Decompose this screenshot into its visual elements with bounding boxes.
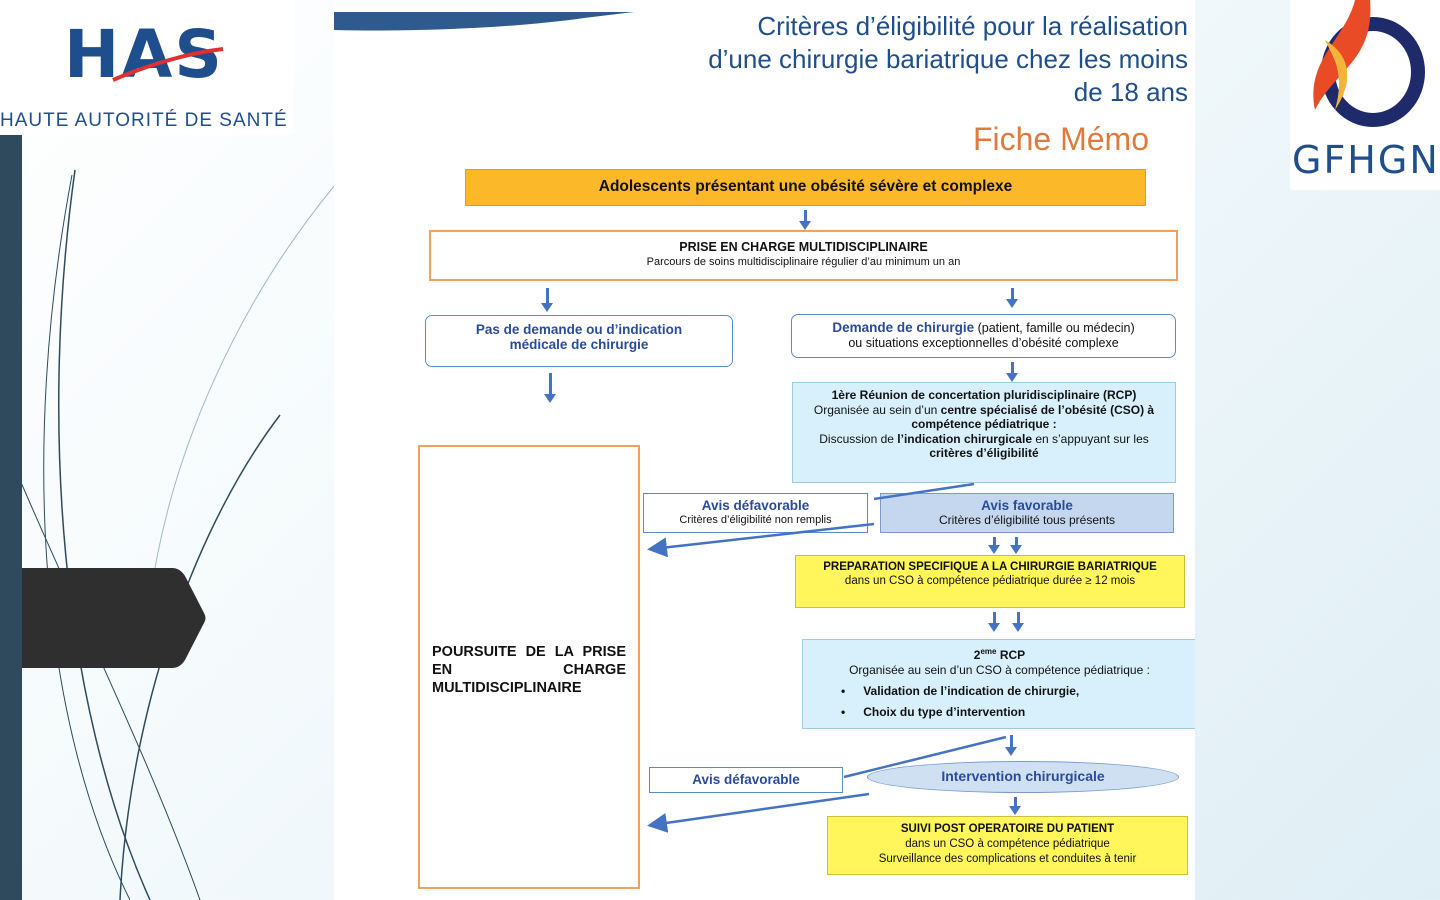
dark-arrow-tab xyxy=(22,568,206,668)
arrow-right-2 xyxy=(1006,362,1018,382)
avis-defavorable-1-box: Avis défavorable Critères d’éligibilité … xyxy=(643,493,868,533)
gfhgnp-emblem xyxy=(1313,0,1425,127)
avis-fav-sub: Critères d’éligibilité tous présents xyxy=(938,513,1116,527)
preparation-box: PREPARATION SPECIFIQUE A LA CHIRURGIE BA… xyxy=(795,555,1185,608)
suivi-box: SUIVI POST OPERATOIRE DU PATIENT dans un… xyxy=(827,816,1188,875)
arrow-left-1 xyxy=(541,288,553,312)
avis-def2-text: Avis défavorable xyxy=(692,772,800,787)
demande-bold: Demande de chirurgie xyxy=(832,320,975,335)
rcp2-sup: eme xyxy=(980,647,997,656)
decorative-curves xyxy=(19,169,336,900)
arrow-prep-2 xyxy=(1010,537,1022,554)
demande-rest: (patient, famille ou médecin) xyxy=(974,321,1135,335)
rcp2-label: RCP xyxy=(999,648,1026,662)
page-title: Critères d’éligibilité pour la réalisati… xyxy=(588,10,1188,109)
top-box-text: Adolescents présentant une obésité sévèr… xyxy=(598,178,1013,195)
bullet-dot: • xyxy=(841,684,846,698)
gfhgnp-logo: GFHGNP xyxy=(1290,0,1440,190)
connector-arrows xyxy=(647,482,1007,833)
rcp2-heading: 2eme RCP xyxy=(803,644,1195,663)
rcp2-num: 2 xyxy=(973,648,981,662)
title-swoosh xyxy=(334,12,634,31)
has-logo-name: HAUTE AUTORITÉ DE SANTÉ xyxy=(0,110,288,131)
rcp2-bullet1-text: Validation de l’indication de chirurgie, xyxy=(863,684,1080,698)
rcp1-line3d: critères d’éligibilité xyxy=(929,446,1039,460)
rcp1-box: 1ère Réunion de concertation pluridiscip… xyxy=(792,382,1176,483)
left-accent-bar xyxy=(0,130,22,900)
avis-defavorable-2-box: Avis défavorable xyxy=(649,767,843,793)
intervention-text: Intervention chirurgicale xyxy=(941,768,1105,784)
rcp2-line: Organisée au sein d’un CSO à compétence … xyxy=(849,663,1150,677)
rcp1-line2b: centre spécialisé de l’obésité (CSO) à c… xyxy=(911,402,1155,432)
top-box: Adolescents présentant une obésité sévèr… xyxy=(465,169,1146,206)
title-line-2: d’une chirurgie bariatrique chez les moi… xyxy=(708,44,1188,74)
memo-heading: Fiche Mémo xyxy=(972,121,1149,157)
title-line-3: de 18 ans xyxy=(1073,77,1188,107)
rcp2-bullet-2: • Choix du type d’intervention xyxy=(803,705,1195,720)
suivi-line3: Surveillance des complications et condui… xyxy=(878,853,1137,865)
arrow-1 xyxy=(799,210,811,230)
avis-favorable-box: Avis favorable Critères d’éligibilité to… xyxy=(880,493,1174,533)
avis-def1-sub: Critères d’éligibilité non remplis xyxy=(679,514,832,526)
prise-en-charge-box: PRISE EN CHARGE MULTIDISCIPLINAIRE Parco… xyxy=(429,230,1178,281)
suivi-line2: dans un CSO à compétence pédiatrique xyxy=(905,838,1110,850)
avis-fav-title: Avis favorable xyxy=(981,498,1073,513)
arrow-intervention xyxy=(1005,735,1017,756)
intervention-oval: Intervention chirurgicale xyxy=(867,761,1179,793)
poursuite-box: POURSUITE DE LA PRISE EN CHARGE MULTIDIS… xyxy=(418,445,640,889)
poursuite-text: POURSUITE DE LA PRISE EN CHARGE MULTIDIS… xyxy=(432,644,626,696)
suivi-title: SUIVI POST OPERATOIRE DU PATIENT xyxy=(900,823,1115,835)
prise-title: PRISE EN CHARGE MULTIDISCIPLINAIRE xyxy=(679,240,928,254)
avis-def1-title: Avis défavorable xyxy=(701,498,810,513)
pas-de-demande-box: Pas de demande ou d’indication médicale … xyxy=(425,315,733,367)
rcp2-bullet2-text: Choix du type d’intervention xyxy=(863,705,1026,719)
pas-de-demande-text: Pas de demande ou d’indication médicale … xyxy=(475,322,683,352)
rcp1-title: 1ère Réunion de concertation pluridiscip… xyxy=(831,388,1137,402)
rcp1-line3b: l’indication chirurgicale xyxy=(897,431,1032,446)
prep-sub: dans un CSO à compétence pédiatrique dur… xyxy=(844,575,1136,587)
rcp1-line3c: en s’appuyant sur les xyxy=(1032,431,1149,446)
rcp1-line3a: Discussion de xyxy=(819,431,898,446)
arrow-right-1 xyxy=(1006,288,1018,308)
rcp2-bullet-1: • Validation de l’indication de chirurgie… xyxy=(803,684,1195,699)
rcp1-line2a: Organisée au sein d’un xyxy=(813,402,941,417)
prise-subtitle: Parcours de soins multidisciplinaire rég… xyxy=(646,256,961,268)
arrow-rcp2-1 xyxy=(988,612,1000,632)
arrow-left-2 xyxy=(544,373,556,403)
gfhgnp-text: GFHGNP xyxy=(1292,138,1440,182)
has-logo-swoosh xyxy=(112,47,224,82)
rcp2-box: 2eme RCP Organisée au sein d’un CSO à co… xyxy=(802,639,1195,729)
has-logo: HAS HAUTE AUTORITÉ DE SANTÉ xyxy=(0,0,294,135)
arrow-rcp2-2 xyxy=(1012,612,1024,632)
title-line-1: Critères d’éligibilité pour la réalisati… xyxy=(757,11,1188,41)
arrow-suivi xyxy=(1009,797,1021,815)
prep-title: PREPARATION SPECIFIQUE A LA CHIRURGIE BA… xyxy=(823,561,1157,573)
memo-slide: Critères d’éligibilité pour la réalisati… xyxy=(334,0,1195,900)
demande-line-2: ou situations exceptionnelles d’obésité … xyxy=(848,336,1119,350)
bullet-dot: • xyxy=(841,705,846,719)
demande-chirurgie-box: Demande de chirurgie (patient, famille o… xyxy=(791,314,1176,358)
arrow-prep-1 xyxy=(988,537,1000,554)
